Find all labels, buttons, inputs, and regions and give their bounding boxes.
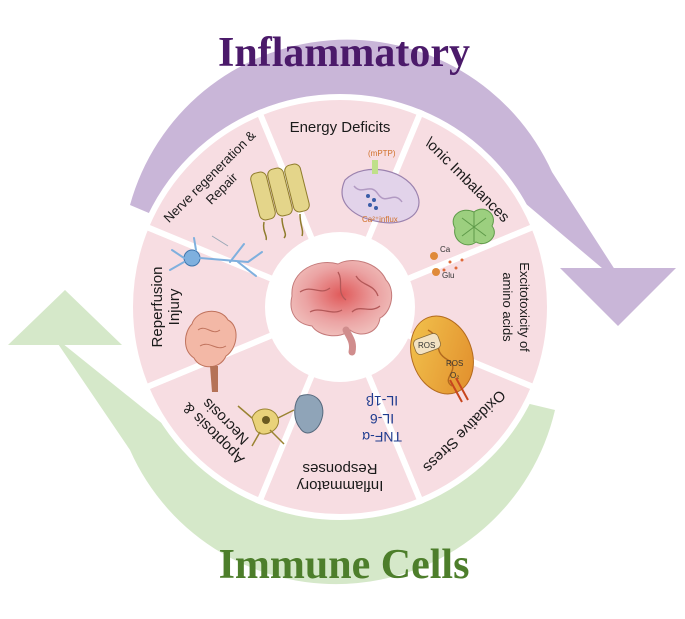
mptp-label: (mPTP) [368,149,396,158]
label-line: amino acids [500,272,515,342]
bottom-arrow-band [52,335,555,585]
ros-label-b: ROS [446,359,463,368]
brain-icon [290,260,393,356]
segment-nerve-regeneration [142,109,317,284]
cytokines-icon: TNF-α IL-6 IL-1β [362,393,402,445]
bottom-arrow-label: Immune Cells [219,542,470,588]
segment-apoptosis-necrosis [142,330,317,505]
brain-tissue-icon [185,310,237,392]
label-line: Injury [166,288,183,325]
top-arrow: Inflammatory [130,30,676,326]
label-line: Energy Deficits [290,119,391,136]
dying-cells-icon [237,394,324,447]
label-line: Reperfusion [149,267,166,348]
bottom-arrow-head [8,290,122,345]
top-arrow-label: Inflammatory [218,30,470,76]
label-line: Excitotoxicity of [517,262,532,352]
mitochondrion-ros-icon: ROS ROS O₂ [410,315,474,403]
ca-label: Ca [440,245,451,254]
label-inflammatory-responses: InflammatoryResponses [296,460,383,494]
neuron-synapse-icon: Ca Glu [430,208,495,280]
ros-label-a: ROS [418,341,435,350]
cytokine-2: IL-6 [370,411,394,427]
label-excitotoxicity: Excitotoxicity ofamino acids [500,262,532,352]
top-arrow-head [560,268,676,326]
bottom-arrow: Immune Cells [8,290,555,588]
top-arrow-band [130,39,628,290]
neuron-icon [169,235,263,277]
cytokine-3: IL-1β [366,393,398,409]
label-energy-deficits: Energy Deficits [290,119,391,136]
segment-oxidative-stress [363,330,538,505]
o2-label: O₂ [450,371,459,380]
ca-influx-label: Ca²⁺influx [362,215,398,224]
mitochondrion-icon: (mPTP) Ca²⁺influx [341,149,420,224]
mitochondria-columns-icon [250,163,310,241]
glu-label: Glu [442,271,454,280]
label-reperfusion-injury: ReperfusionInjury [149,267,183,348]
label-line: Responses [302,460,377,477]
label-line: Inflammatory [296,477,383,494]
cytokine-1: TNF-α [362,429,402,445]
